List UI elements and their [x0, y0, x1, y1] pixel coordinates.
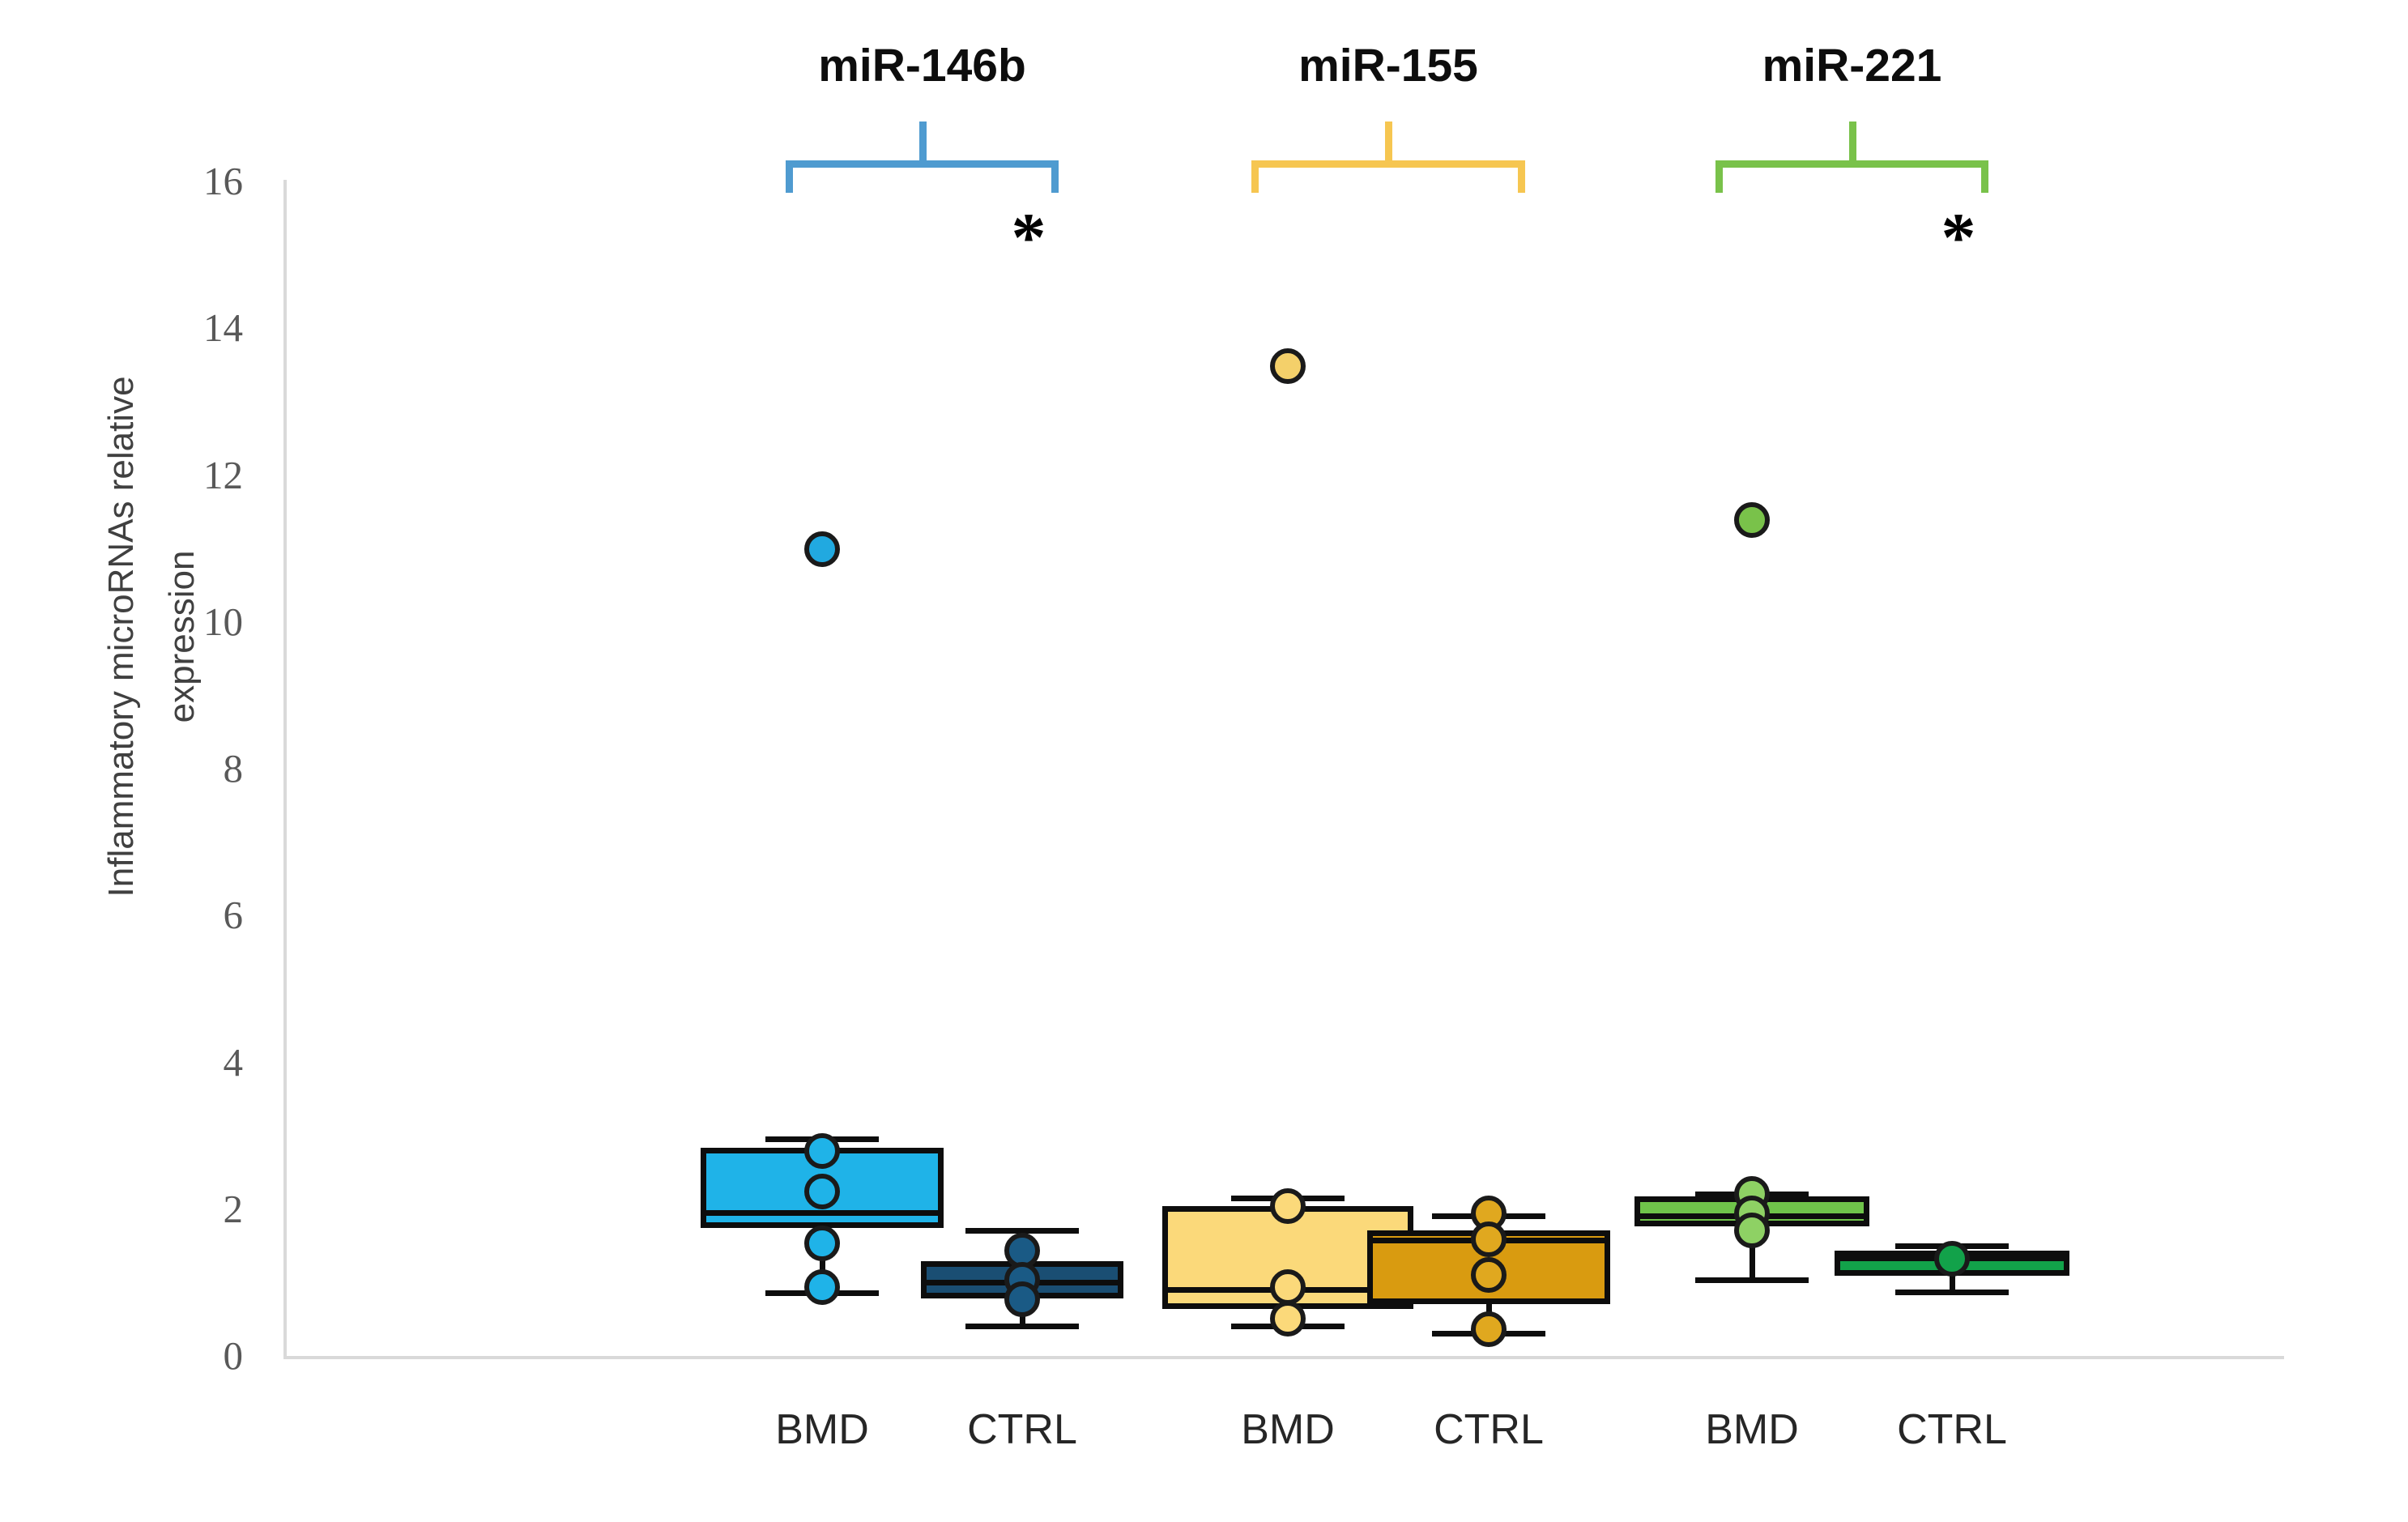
- whisker-cap-lower: [1695, 1277, 1809, 1284]
- significance-marker-miR-221: *: [1941, 198, 1976, 276]
- data-point: [1471, 1256, 1507, 1293]
- y-axis-title-line1: Inflammatory microRNAs relative: [101, 376, 142, 897]
- x-tick-2-BMD: BMD: [1241, 1406, 1335, 1453]
- y-tick-6: 6: [223, 893, 244, 938]
- significance-marker-miR-146b: *: [1011, 198, 1046, 276]
- outlier-point: [1734, 501, 1770, 538]
- y-tick-2: 2: [223, 1186, 244, 1231]
- data-point: [1471, 1311, 1507, 1347]
- outlier-point: [1270, 347, 1306, 384]
- y-tick-4: 4: [223, 1039, 244, 1085]
- y-axis-line: [283, 180, 287, 1359]
- whisker-cap-lower: [965, 1324, 1079, 1330]
- x-tick-1-CTRL: CTRL: [967, 1406, 1077, 1453]
- data-point: [1934, 1241, 1970, 1277]
- data-point: [1270, 1300, 1306, 1337]
- y-tick-12: 12: [203, 452, 243, 497]
- whisker-lower: [1950, 1276, 1955, 1290]
- whisker-lower: [1750, 1226, 1755, 1278]
- group-title-miR-221: miR-221: [1762, 40, 1942, 92]
- y-tick-14: 14: [203, 305, 243, 351]
- x-tick-0-BMD: BMD: [775, 1406, 869, 1453]
- y-tick-10: 10: [203, 599, 243, 644]
- y-tick-0: 0: [223, 1333, 244, 1378]
- median-line: [701, 1209, 944, 1216]
- group-title-miR-155: miR-155: [1298, 40, 1478, 92]
- data-point: [1270, 1188, 1306, 1225]
- data-point: [1471, 1221, 1507, 1257]
- x-axis-line: [283, 1356, 2284, 1359]
- data-point: [1270, 1268, 1306, 1305]
- data-point: [804, 1133, 840, 1170]
- x-tick-5-CTRL: CTRL: [1897, 1406, 2007, 1453]
- y-tick-8: 8: [223, 746, 244, 791]
- data-point: [804, 1174, 840, 1210]
- x-tick-4-BMD: BMD: [1705, 1406, 1799, 1453]
- data-point: [804, 1225, 840, 1261]
- outlier-point: [804, 531, 840, 568]
- data-point: [1734, 1213, 1770, 1249]
- y-tick-16: 16: [203, 159, 243, 203]
- whisker-cap-upper: [965, 1228, 1079, 1234]
- data-point: [1004, 1281, 1040, 1318]
- data-point: [804, 1268, 840, 1305]
- group-title-miR-146b: miR-146b: [818, 40, 1026, 92]
- whisker-cap-lower: [1895, 1289, 2009, 1295]
- x-tick-3-CTRL: CTRL: [1434, 1406, 1544, 1453]
